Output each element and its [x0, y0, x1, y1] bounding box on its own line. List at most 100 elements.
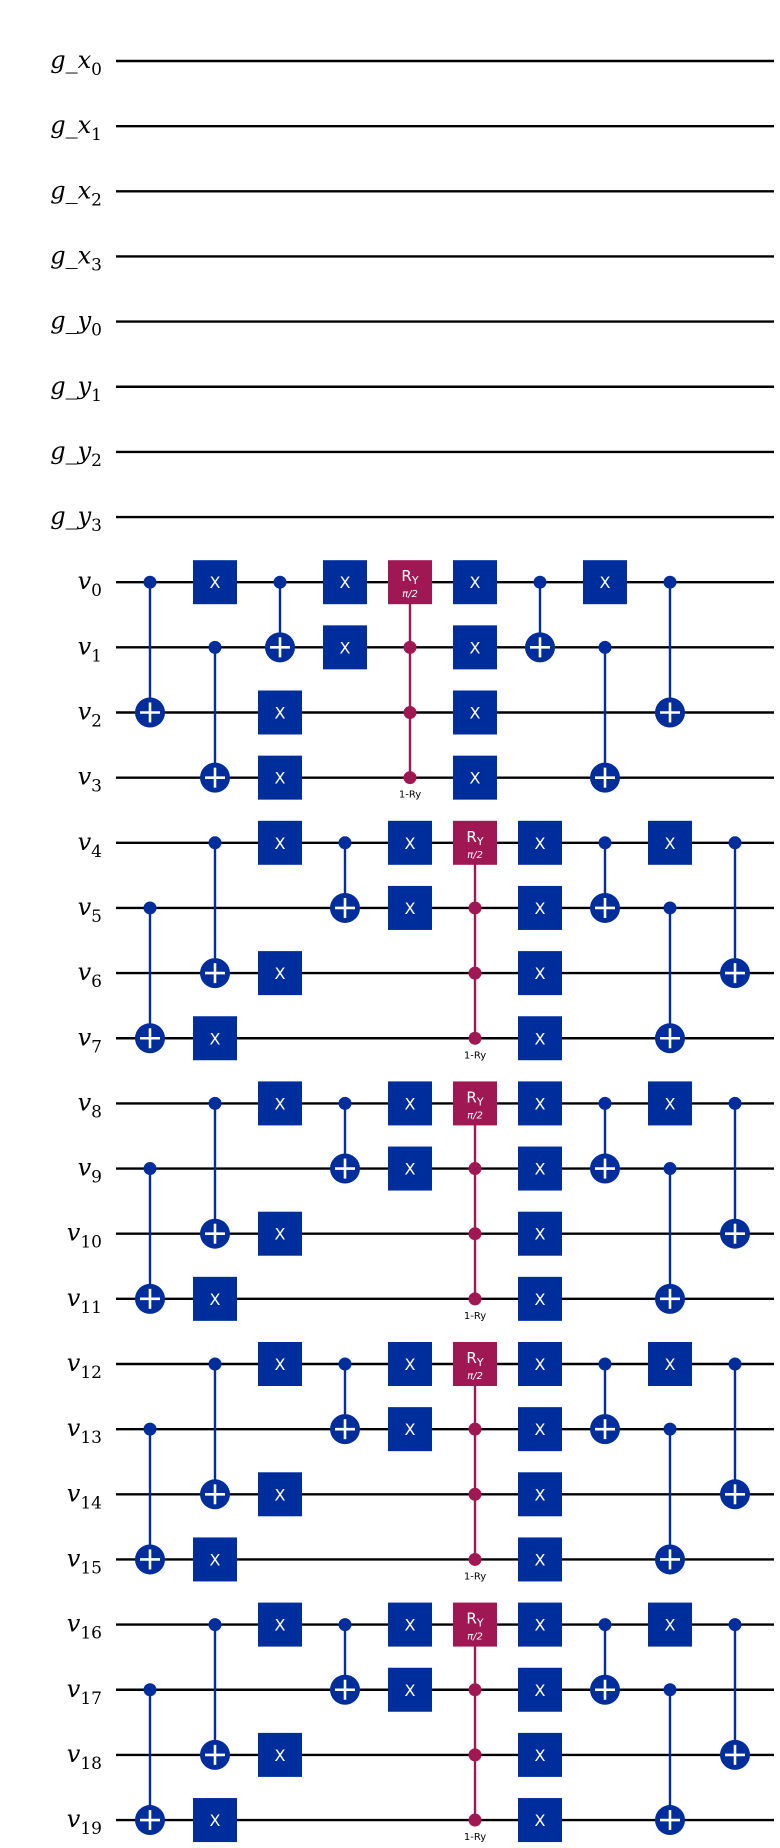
- x-gate-label: X: [535, 1746, 546, 1765]
- qubit-label-base: g_y: [50, 437, 91, 465]
- x-gate-label: X: [405, 834, 416, 853]
- x-gate-label: X: [405, 1094, 416, 1113]
- x-gate-label: X: [665, 1616, 676, 1635]
- qubit-label-base: g_y: [50, 502, 91, 530]
- x-gate-box: [258, 755, 302, 800]
- ry-label-subscript: Y: [411, 574, 419, 587]
- control-dot: [403, 771, 417, 785]
- qubit-label-base: v: [78, 958, 92, 986]
- x-gate-label: X: [405, 1681, 416, 1700]
- control-dot: [208, 1618, 222, 1632]
- qubit-label-base: v: [78, 1023, 92, 1051]
- qubit-label-base: v: [78, 1088, 92, 1116]
- qubit-label: v4: [78, 828, 102, 862]
- qubit-label-base: g_y: [50, 307, 91, 335]
- x-gate-label: X: [405, 1160, 416, 1179]
- ry-label-base: R: [466, 1610, 476, 1628]
- x-gate-label: X: [210, 1811, 221, 1830]
- qubit-label: v5: [78, 893, 102, 927]
- x-gate-box: [323, 625, 367, 670]
- x-gate-label: X: [470, 638, 481, 657]
- qubit-label-subscript: 0: [91, 321, 102, 341]
- qubit-label-subscript: 2: [91, 451, 102, 471]
- qubit-label: g_y1: [50, 372, 102, 406]
- qubit-label-base: v: [78, 698, 92, 726]
- control-dot: [338, 836, 352, 850]
- qubit-label-subscript: 8: [91, 1102, 102, 1122]
- x-gate-label: X: [210, 1290, 221, 1309]
- qubit-label-subscript: 3: [91, 516, 102, 536]
- ry-parameter-label: π/2: [402, 589, 418, 600]
- qubit-label-base: g_x: [50, 176, 91, 204]
- ry-control-label: 1-Ry: [464, 1050, 486, 1061]
- x-gate-box: [258, 1602, 302, 1647]
- qubit-label: v18: [67, 1740, 102, 1774]
- x-gate-box: [193, 560, 237, 605]
- qubit-label-subscript: 9: [91, 1168, 102, 1188]
- ry-label-base: R: [466, 1088, 476, 1106]
- ry-label-subscript: Y: [476, 835, 484, 848]
- x-gate-box: [258, 1081, 302, 1126]
- qubit-label-subscript: 11: [80, 1298, 102, 1318]
- x-gate-box: [518, 1407, 562, 1452]
- x-gate-box: [453, 560, 497, 605]
- qubit-label-subscript: 2: [91, 712, 102, 732]
- x-gate-label: X: [470, 704, 481, 723]
- ry-control-label: 1-Ry: [399, 790, 421, 801]
- control-dot: [663, 575, 677, 589]
- qubit-label: v0: [78, 567, 102, 601]
- qubit-label: g_y0: [50, 307, 102, 341]
- qubit-label-base: g_x: [50, 111, 91, 139]
- qubit-label-base: v: [67, 1740, 81, 1768]
- x-gate-box: [258, 1211, 302, 1256]
- x-gate-label: X: [535, 1550, 546, 1569]
- x-gate-box: [518, 1276, 562, 1321]
- control-dot: [598, 1357, 612, 1371]
- x-gate-label: X: [405, 899, 416, 918]
- x-gate-label: X: [535, 1681, 546, 1700]
- x-gate-label: X: [210, 573, 221, 592]
- qubit-label-subscript: 14: [80, 1493, 102, 1513]
- control-dot: [403, 706, 417, 719]
- control-dot: [598, 1618, 612, 1632]
- qubit-label-subscript: 12: [80, 1363, 102, 1383]
- x-gate-label: X: [600, 573, 611, 592]
- x-gate-label: X: [535, 1485, 546, 1504]
- x-gate-label: X: [340, 573, 351, 592]
- qubit-label-subscript: 3: [91, 255, 102, 275]
- x-gate-box: [388, 1667, 432, 1712]
- control-dot: [468, 1487, 482, 1501]
- ry-label-base: R: [466, 1349, 476, 1367]
- qubit-label: v14: [67, 1479, 102, 1513]
- qubit-label-base: v: [67, 1675, 81, 1703]
- x-gate-label: X: [275, 1485, 286, 1504]
- control-dot: [143, 901, 157, 915]
- x-gate-box: [648, 1602, 692, 1647]
- x-gate-box: [518, 951, 562, 996]
- control-dot: [468, 901, 482, 915]
- x-gate-label: X: [275, 769, 286, 788]
- x-gate-label: X: [210, 1550, 221, 1569]
- ry-label-subscript: Y: [476, 1617, 484, 1630]
- x-gate-box: [193, 1798, 237, 1843]
- control-dot: [273, 575, 287, 589]
- x-gate-label: X: [535, 834, 546, 853]
- x-gate-label: X: [275, 1746, 286, 1765]
- qubit-label-base: v: [78, 828, 92, 856]
- ry-gate-label: RY: [466, 1349, 483, 1369]
- control-dot: [663, 1683, 677, 1697]
- ry-parameter-label: π/2: [467, 1110, 483, 1121]
- x-gate-box: [518, 1537, 562, 1582]
- ry-gate-box: [453, 1081, 497, 1126]
- control-dot: [468, 966, 482, 980]
- control-dot: [663, 901, 677, 915]
- ry-parameter-label: π/2: [467, 850, 483, 861]
- control-dot: [208, 836, 222, 850]
- x-gate-box: [518, 820, 562, 865]
- x-gate-label: X: [405, 1355, 416, 1374]
- control-dot: [598, 640, 612, 654]
- x-gate-box: [258, 1732, 302, 1777]
- qubit-label-subscript: 0: [91, 60, 102, 80]
- x-gate-box: [258, 690, 302, 735]
